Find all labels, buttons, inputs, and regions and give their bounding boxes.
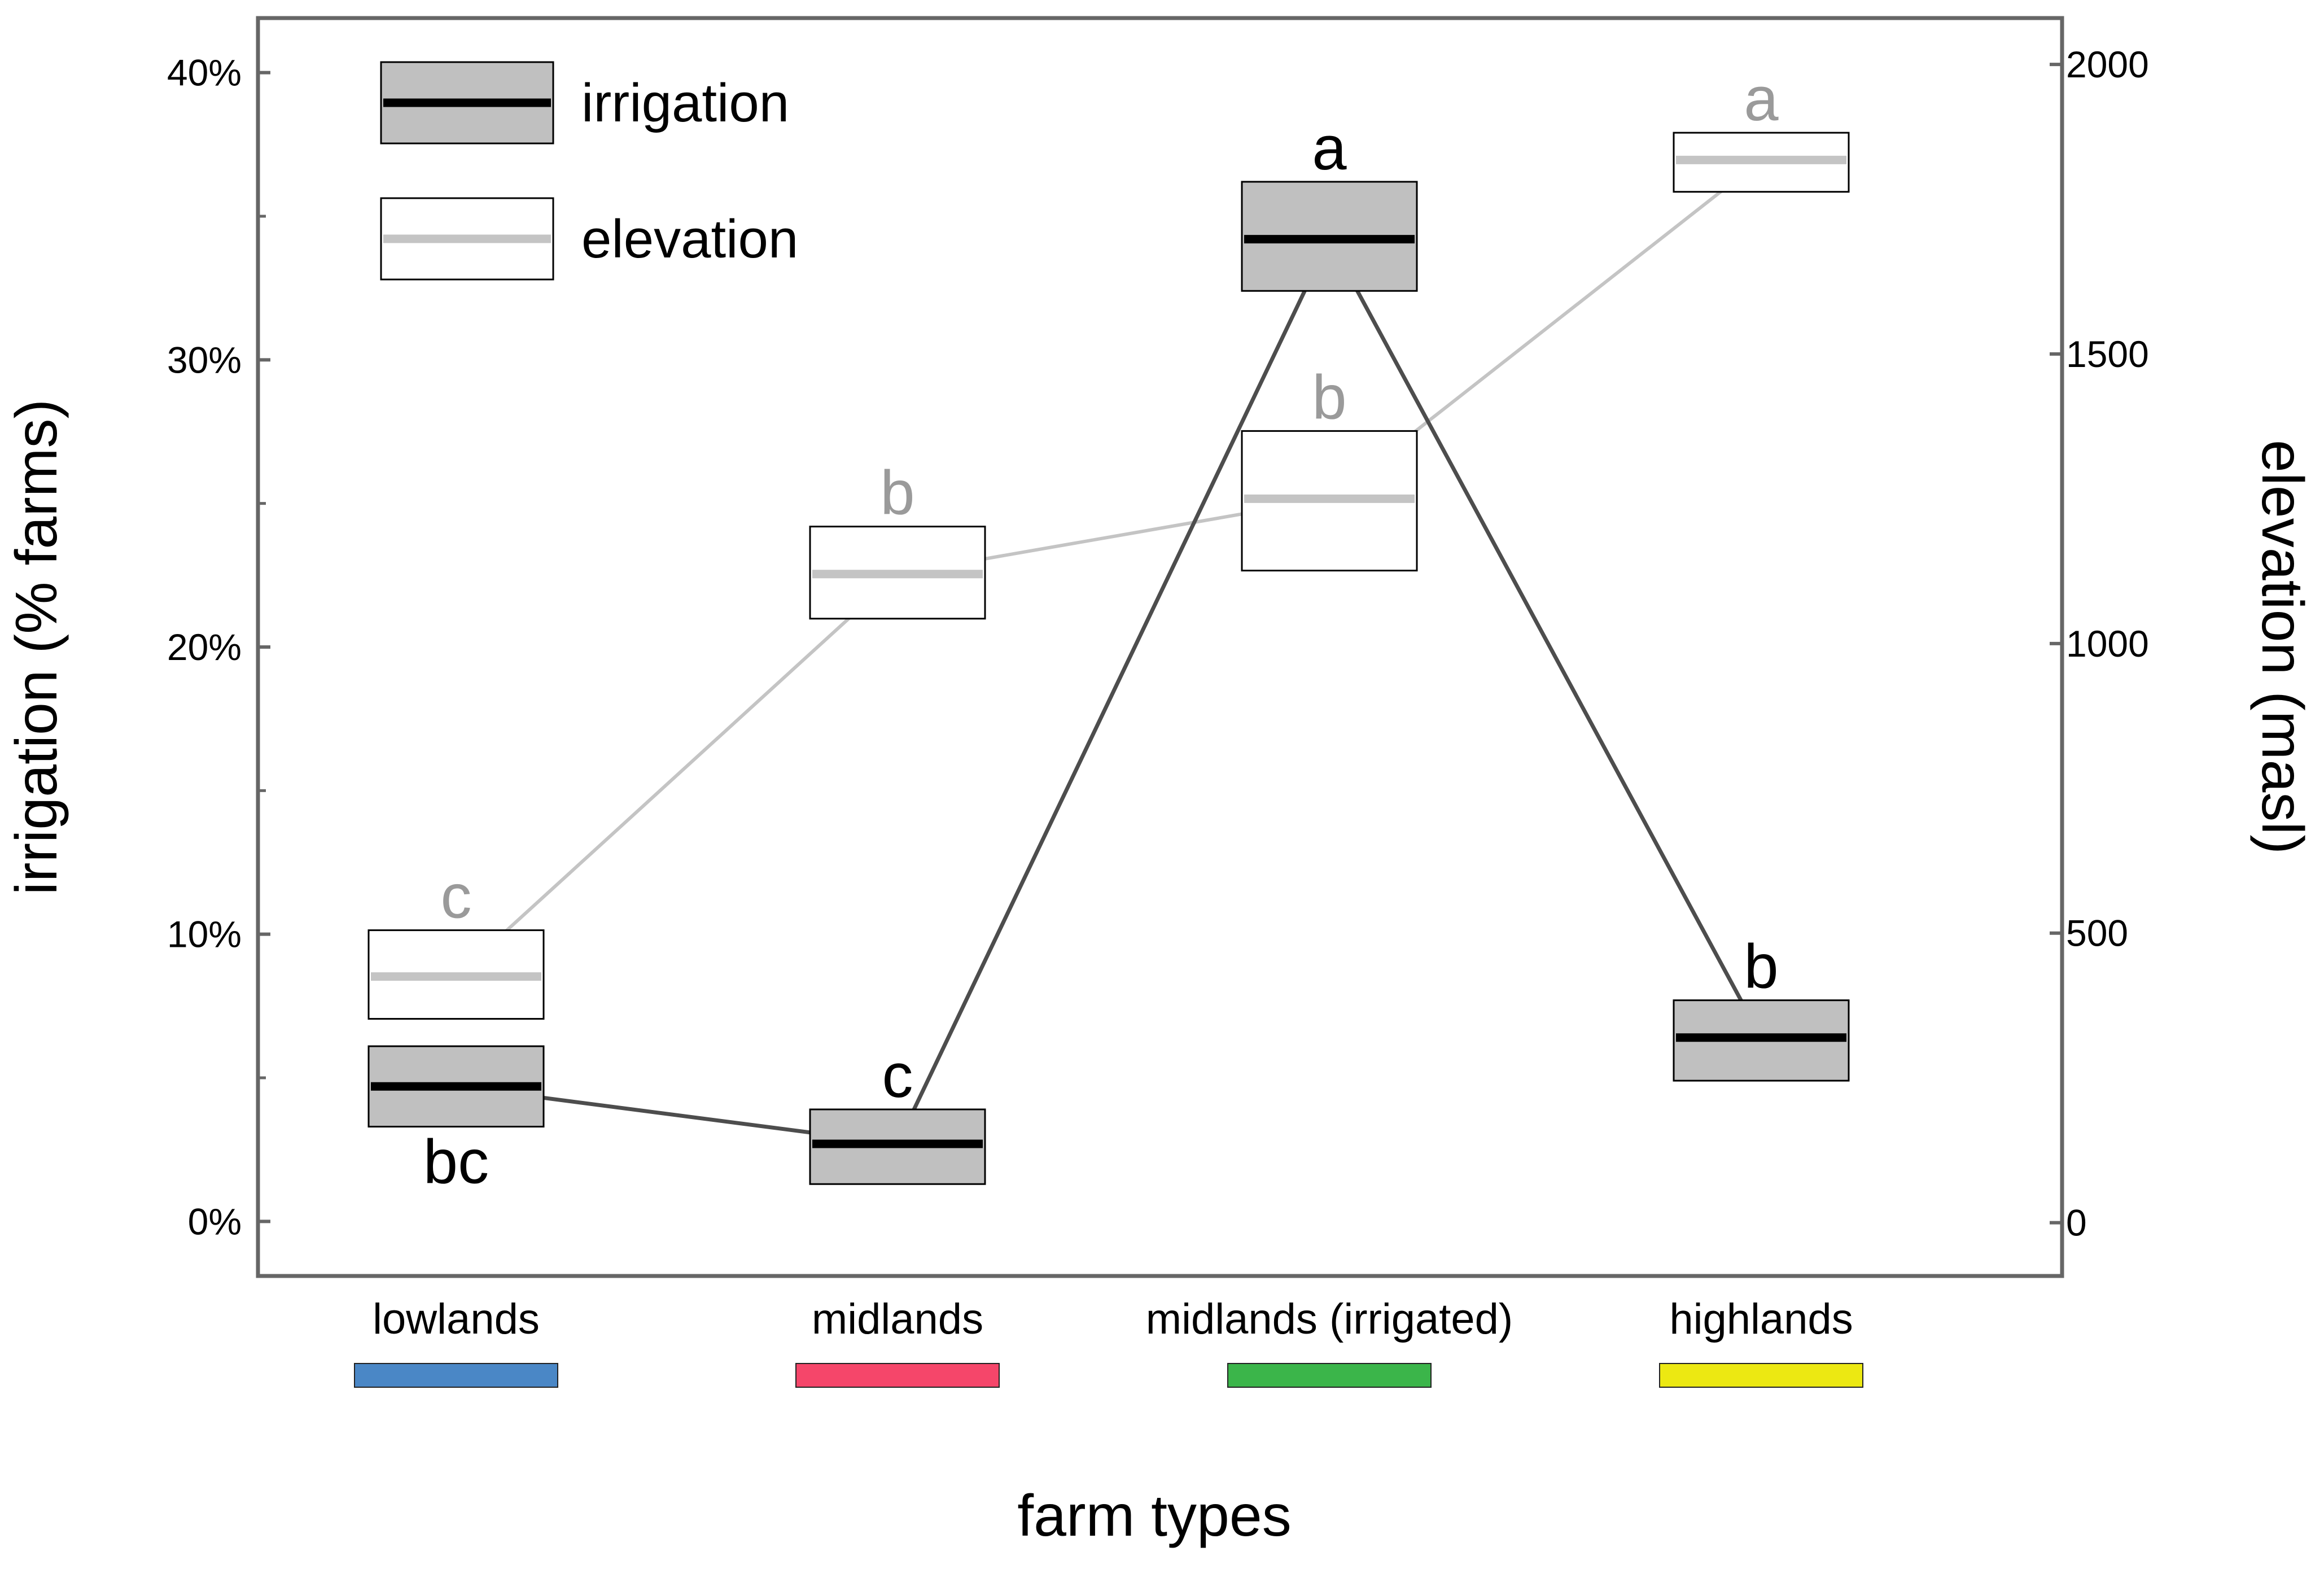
elevation-significance-letter: a <box>1744 64 1779 134</box>
irrigation-significance-letter: c <box>882 1041 913 1111</box>
category-label: midlands (irrigated) <box>1146 1295 1513 1343</box>
right-tick-label: 1500 <box>2066 333 2149 375</box>
right-axis: 0 500 1000 1500 2000 <box>2050 43 2149 1244</box>
irrigation-legend-label: irrigation <box>581 73 789 133</box>
legend: irrigation elevation <box>380 61 798 281</box>
irrigation-line <box>456 234 1763 1146</box>
elevation-line <box>454 158 1762 978</box>
category-label: midlands <box>812 1295 983 1343</box>
series-boxes <box>367 132 1850 1185</box>
category-color-swatch <box>1227 1363 1432 1388</box>
category-color-swatch <box>354 1363 558 1388</box>
elevation-significance-letter: b <box>1312 362 1346 432</box>
left-tick-label: 10% <box>167 914 242 955</box>
category-label: lowlands <box>373 1295 540 1343</box>
left-tick-label: 0% <box>188 1200 242 1242</box>
elevation-significance-letter: c <box>441 862 472 932</box>
right-tick-label: 2000 <box>2066 43 2149 85</box>
significance-labels: c b b a bc c a b <box>423 64 1779 1196</box>
category-color-swatch <box>795 1363 1000 1388</box>
series-lines <box>454 158 1763 1146</box>
left-tick-label: 30% <box>167 339 242 381</box>
right-tick-label: 1000 <box>2066 623 2149 665</box>
irrigation-significance-letter: bc <box>423 1127 489 1196</box>
elevation-legend-label: elevation <box>581 209 798 269</box>
left-tick-label: 40% <box>167 52 242 94</box>
right-tick-label: 500 <box>2066 912 2128 954</box>
right-tick-label: 0 <box>2066 1202 2087 1244</box>
left-axis: 0% 10% 20% 30% 40% <box>167 52 270 1242</box>
left-tick-label: 20% <box>167 626 242 668</box>
left-axis-title: irrigation (% farms) <box>4 399 69 895</box>
irrigation-significance-letter: b <box>1744 932 1778 1002</box>
elevation-significance-letter: b <box>880 458 914 528</box>
category-color-swatch <box>1659 1363 1863 1388</box>
category-label: highlands <box>1669 1295 1853 1343</box>
category-labels: lowlands midlands midlands (irrigated) high… <box>354 1295 1863 1388</box>
x-axis-title: farm types <box>1017 1483 1291 1549</box>
right-axis-title: elevation (masl) <box>2249 440 2315 854</box>
irrigation-significance-letter: a <box>1312 113 1347 183</box>
